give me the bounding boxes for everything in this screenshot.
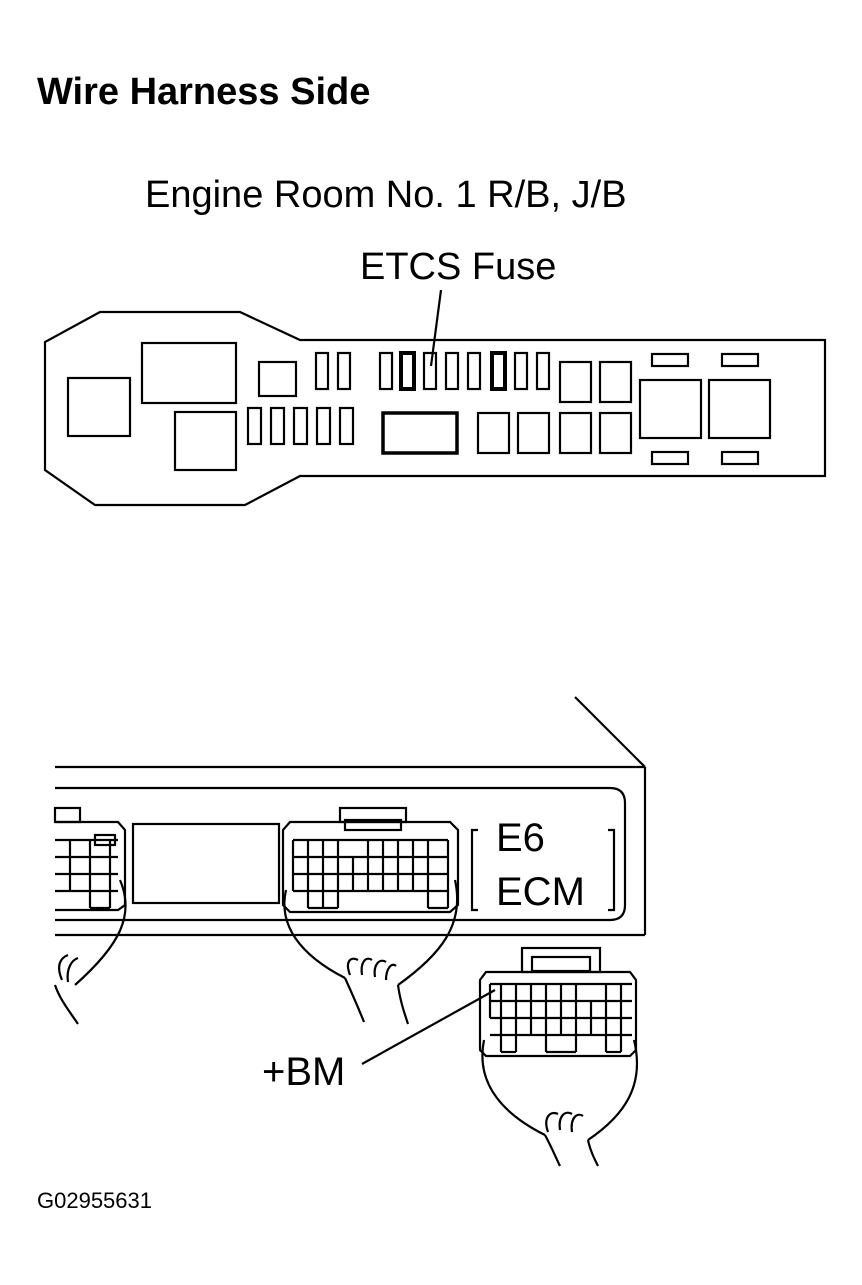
relay-tab — [720, 450, 760, 466]
wire-bundle-left — [53, 879, 127, 1025]
wire-bundle-middle — [283, 879, 459, 1025]
ecm-housing — [55, 696, 647, 937]
relay-block-outline — [43, 310, 827, 507]
wire-bundle-e6 — [481, 1039, 639, 1167]
fuse — [315, 406, 332, 446]
fuse — [513, 351, 529, 391]
relay-component — [558, 411, 593, 455]
fuse — [490, 351, 507, 391]
relay-component — [598, 360, 633, 404]
relay-block-label: Engine Room No. 1 R/B, J/B — [145, 174, 627, 216]
fusible-link — [381, 411, 459, 455]
connector-e6 — [478, 946, 638, 1058]
fuse — [246, 406, 263, 446]
fuse — [535, 351, 551, 391]
bm-terminal-label: +BM — [262, 1050, 346, 1094]
diagram-heading: Wire Harness Side — [37, 71, 371, 113]
fuse — [378, 351, 394, 391]
fuse — [314, 351, 330, 391]
ecm-window — [131, 822, 281, 905]
bm-leader — [361, 989, 496, 1065]
relay-tab — [720, 352, 760, 368]
etcs-fuse — [422, 351, 438, 391]
etcs-fuse-leader — [429, 289, 443, 367]
relay — [638, 378, 703, 440]
fuse — [444, 351, 460, 391]
relay-component — [257, 360, 298, 398]
relay-tab — [650, 450, 690, 466]
relay-component — [598, 411, 633, 455]
relay-component — [66, 376, 132, 438]
etcs-fuse-label: ETCS Fuse — [360, 246, 557, 288]
relay-component — [140, 341, 238, 405]
relay — [707, 378, 772, 440]
ecm-connector-code: E6 — [496, 816, 545, 860]
fuse — [292, 406, 309, 446]
fuse — [466, 351, 482, 391]
relay-component — [476, 411, 511, 455]
figure-id: G02955631 — [37, 1188, 152, 1213]
fuse — [269, 406, 286, 446]
fuse — [399, 351, 416, 391]
ecm-name: ECM — [496, 870, 585, 914]
relay-component — [516, 411, 551, 455]
relay-tab — [650, 352, 690, 368]
fuse — [336, 351, 352, 391]
relay-component — [558, 360, 593, 404]
ecm-connector-main — [281, 806, 460, 914]
relay-component — [173, 410, 238, 472]
fuse — [338, 406, 355, 446]
ecm-connector-left — [53, 806, 127, 912]
